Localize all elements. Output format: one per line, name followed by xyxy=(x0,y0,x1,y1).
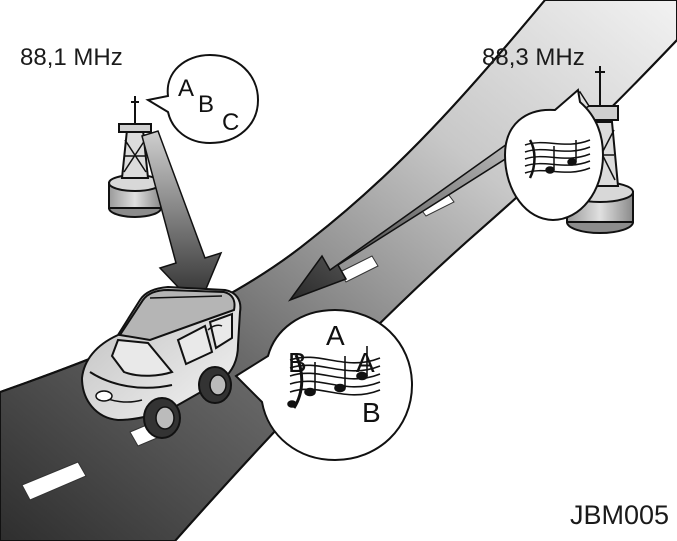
music-staff-icon xyxy=(287,346,381,409)
car-wheel-rear xyxy=(198,366,232,404)
speech-bubble-right-tower xyxy=(503,88,605,222)
bubble-letter-a-right: A xyxy=(356,347,375,378)
car xyxy=(80,285,242,439)
speech-bubble-car: A B A B xyxy=(234,308,414,462)
frequency-label-right: 88,3 MHz xyxy=(482,44,585,71)
figure-code: JBM005 xyxy=(570,500,669,530)
bubble-letter-a: A xyxy=(178,75,194,102)
bubble-letter-c: C xyxy=(222,109,239,136)
frequency-label-left: 88,1 MHz xyxy=(20,44,123,71)
bubble-letter-a-top: A xyxy=(326,320,345,351)
music-staff-icon xyxy=(524,139,591,179)
speech-bubble-left-tower: A B C xyxy=(145,53,260,145)
car-wheel-front xyxy=(143,397,181,439)
bubble-letter-b-left: B xyxy=(288,347,307,378)
bubble-letter-b-bottom: B xyxy=(362,397,381,428)
bubble-letter-b: B xyxy=(198,91,214,118)
signal-arrow-left xyxy=(141,130,223,310)
